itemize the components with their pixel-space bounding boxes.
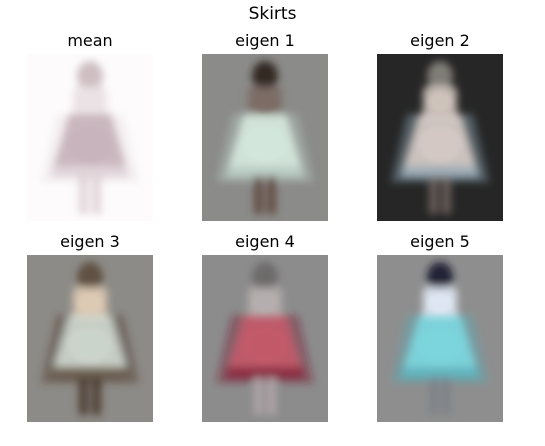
panel-title-eigen-3: eigen 3 xyxy=(60,232,120,251)
panel-title-eigen-1: eigen 1 xyxy=(235,31,295,50)
image-panel-eigen-5 xyxy=(377,255,503,422)
figure-detail xyxy=(68,92,112,162)
skirt-image-eigen-4 xyxy=(202,255,328,422)
figure-title: Skirts xyxy=(248,4,297,24)
skirt-image-eigen-3 xyxy=(27,255,153,422)
skirt-image-eigen-2 xyxy=(377,54,503,221)
figure-detail xyxy=(243,92,287,162)
panel-title-eigen-2: eigen 2 xyxy=(410,31,470,50)
image-panel-eigen-1 xyxy=(202,54,328,221)
figure-detail xyxy=(418,293,462,363)
skirt-image-mean xyxy=(27,54,153,221)
panel-title-eigen-5: eigen 5 xyxy=(410,232,470,251)
figure-detail xyxy=(418,92,462,162)
panel-title-eigen-4: eigen 4 xyxy=(235,232,295,251)
image-panel-mean xyxy=(27,54,153,221)
image-panel-eigen-4 xyxy=(202,255,328,422)
figure-detail xyxy=(243,293,287,363)
skirt-image-eigen-1 xyxy=(202,54,328,221)
image-panel-eigen-2 xyxy=(377,54,503,221)
figure-detail xyxy=(68,293,112,363)
skirt-image-eigen-5 xyxy=(377,255,503,422)
image-panel-eigen-3 xyxy=(27,255,153,422)
panel-title-mean: mean xyxy=(67,31,113,50)
